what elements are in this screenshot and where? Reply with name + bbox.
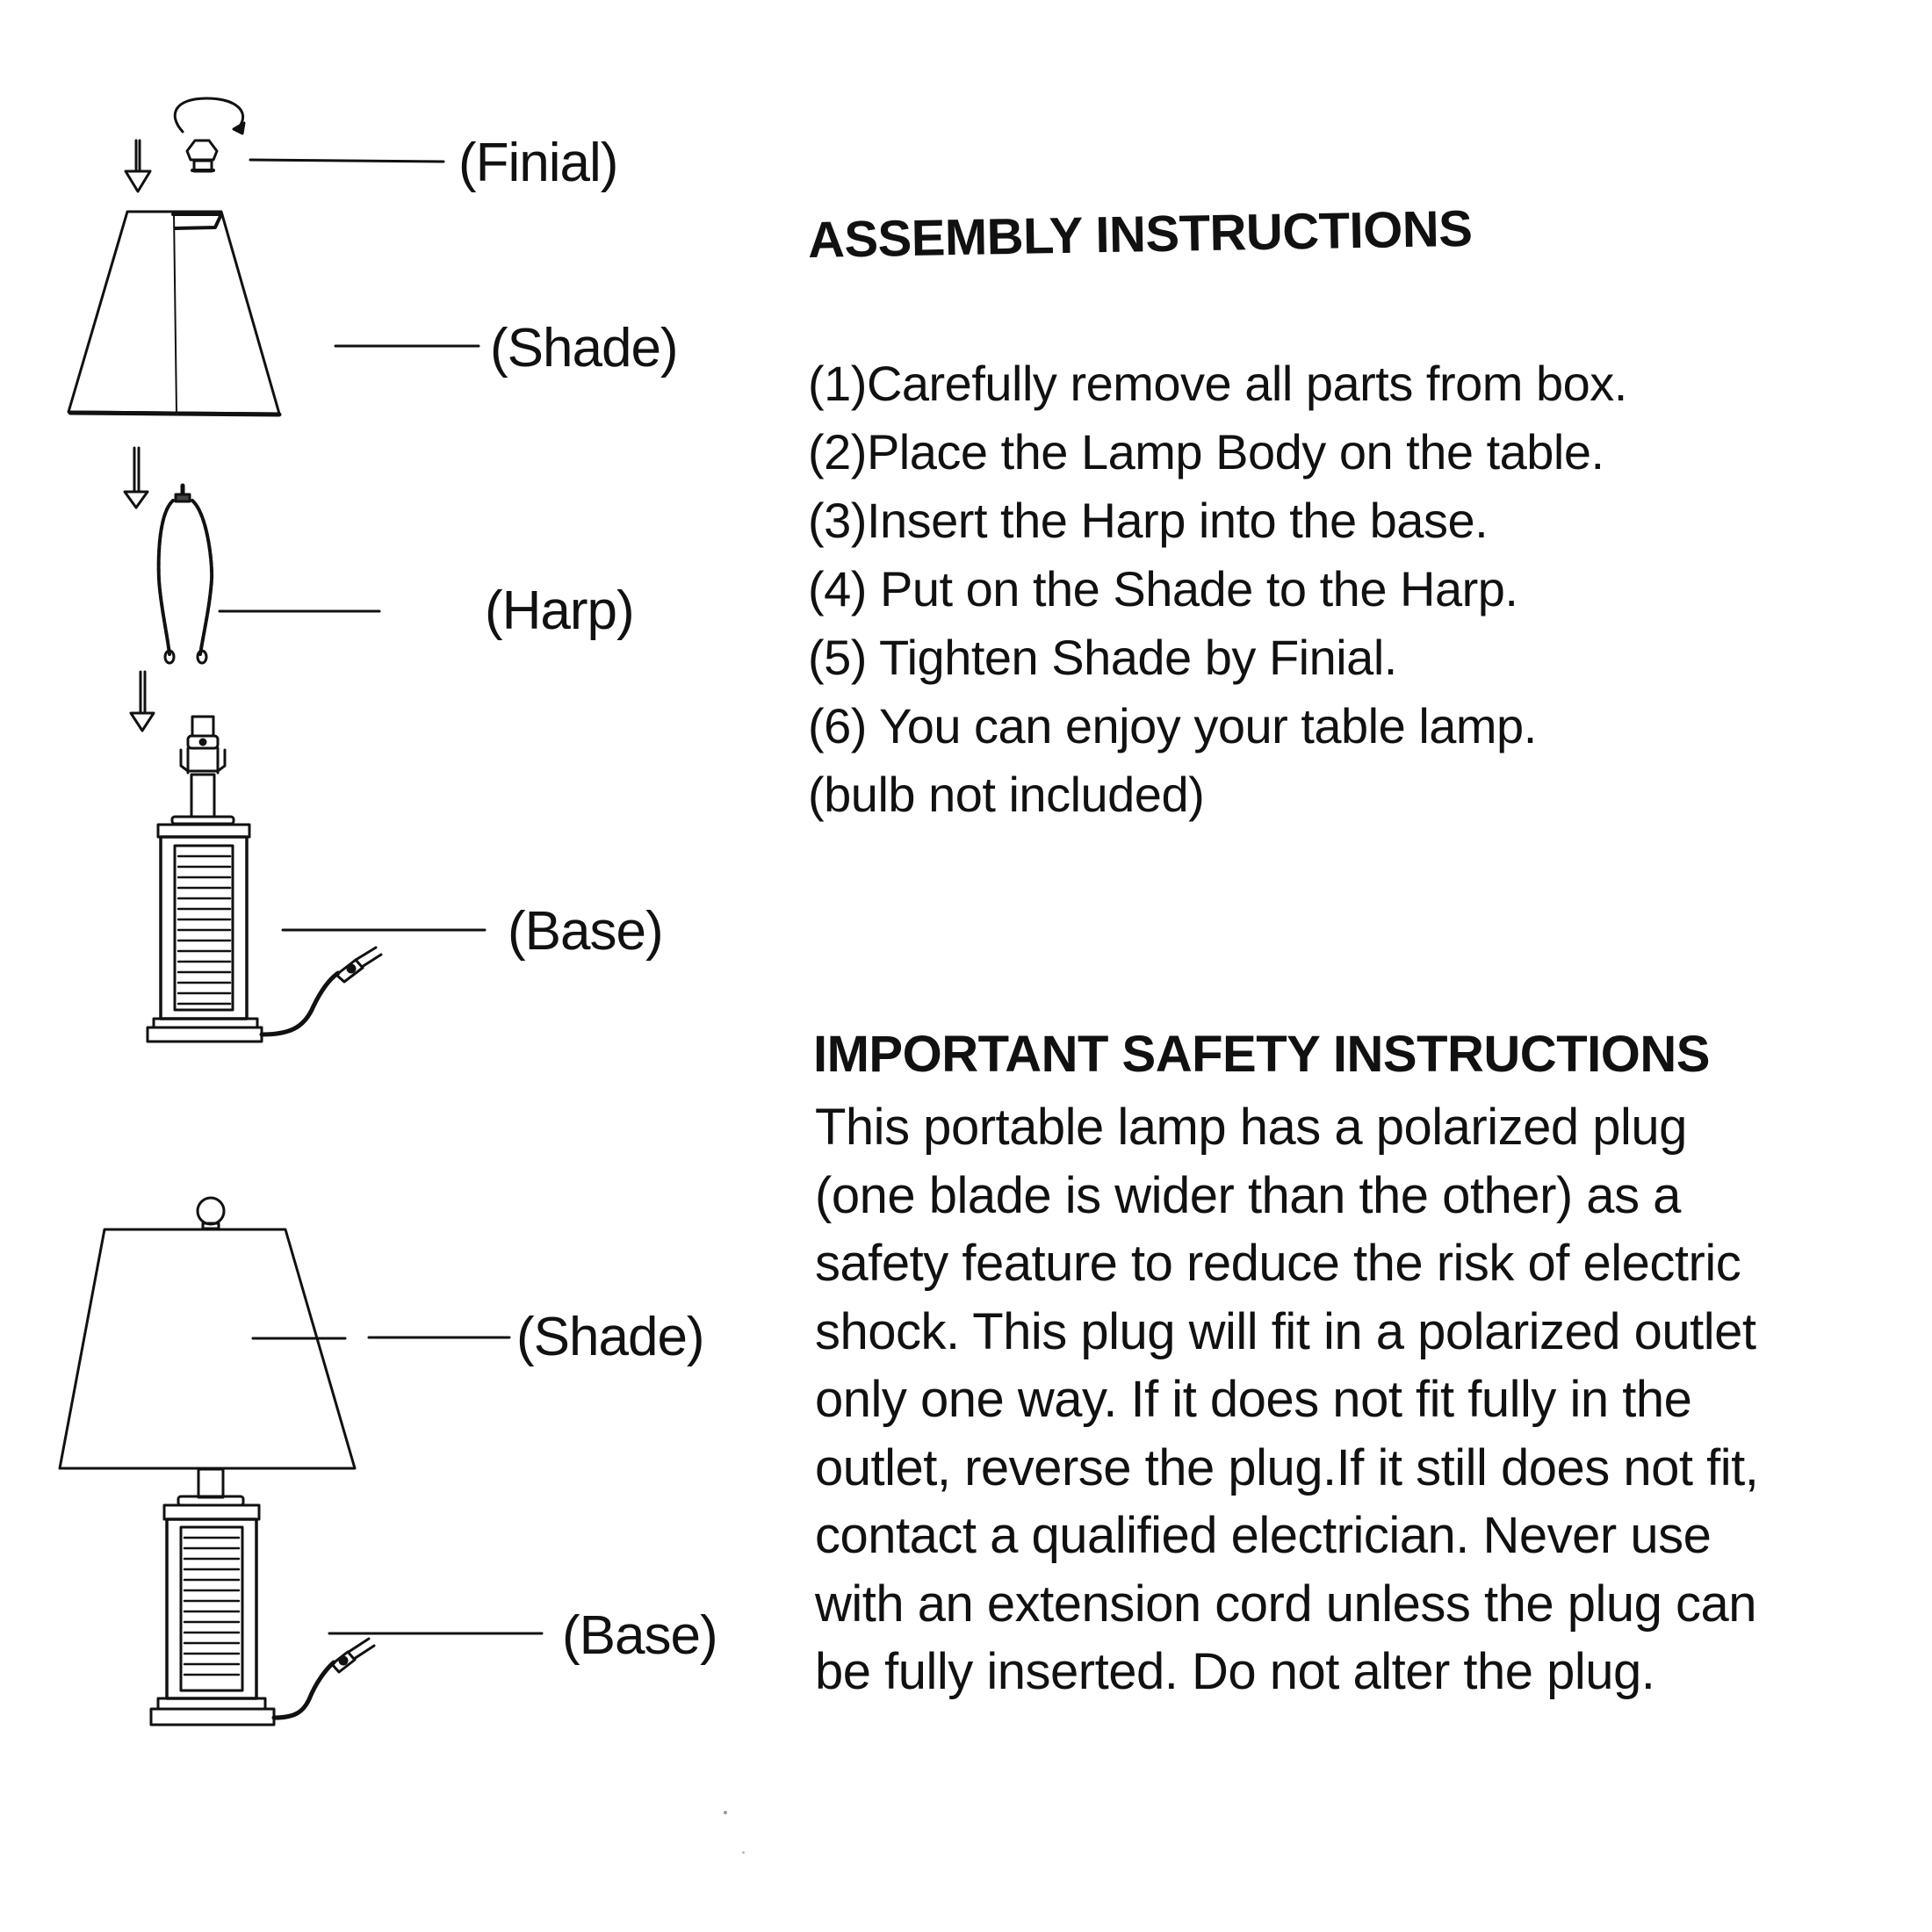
safety-title: IMPORTANT SAFETY INSTRUCTIONS (813, 1026, 1710, 1083)
assembled-shade-label: (Shade) (516, 1307, 705, 1367)
scan-speck (742, 1851, 745, 1854)
safety-line: only one way. If it does not fit fully i… (815, 1371, 1692, 1428)
assembly-note: (bulb not included) (808, 767, 1205, 822)
safety-text: This portable lamp has a polarized plug … (815, 1093, 1759, 1706)
lamp-base-icon (146, 715, 263, 1043)
harp-icon (156, 483, 214, 665)
harp-label: (Harp) (485, 580, 635, 641)
down-arrow-icon (129, 670, 155, 732)
assembly-title: ASSEMBLY INSTRUCTIONS (807, 199, 1473, 269)
finial-leader-line (249, 158, 445, 163)
rotate-arrow-icon (173, 97, 246, 135)
finial-label: (Finial) (458, 133, 618, 193)
assembly-step: (1)Carefully remove all parts from box. (808, 356, 1627, 411)
scan-speck (724, 1811, 727, 1814)
safety-line: with an extension cord unless the plug c… (815, 1575, 1757, 1633)
assembly-step: (6) You can enjoy your table lamp. (808, 698, 1537, 753)
plug-icon (271, 1637, 376, 1720)
assembly-step: (5) Tighten Shade by Finial. (808, 630, 1397, 685)
assembly-step: (3)Insert the Harp into the base. (808, 493, 1489, 548)
safety-line: be fully inserted. Do not alter the plug… (815, 1643, 1655, 1700)
safety-line: safety feature to reduce the risk of ele… (815, 1235, 1741, 1292)
assembled-base-label: (Base) (562, 1605, 718, 1666)
down-arrow-icon (124, 139, 152, 193)
safety-line: outlet, reverse the plug.If it still doe… (815, 1438, 1759, 1496)
down-arrow-icon (123, 446, 149, 509)
safety-line: contact a qualified electrician. Never u… (815, 1507, 1712, 1564)
assembly-step: (4) Put on the Shade to the Harp. (808, 561, 1518, 616)
assembly-step: (2)Place the Lamp Body on the table. (808, 424, 1604, 479)
finial-icon (185, 139, 219, 173)
assembled-lamp-icon (58, 1196, 357, 1727)
shade-label: (Shade) (490, 318, 679, 378)
plug-icon (259, 946, 383, 1037)
safety-line: shock. This plug will fit in a polarized… (815, 1302, 1756, 1360)
safety-line: This portable lamp has a polarized plug (815, 1099, 1687, 1156)
shade-icon (67, 210, 282, 417)
assembly-steps: (1)Carefully remove all parts from box. … (808, 350, 1627, 829)
base-label: (Base) (508, 901, 664, 962)
lamp-diagrams (58, 97, 544, 1727)
safety-line: (one blade is wider than the other) as a (815, 1166, 1681, 1224)
